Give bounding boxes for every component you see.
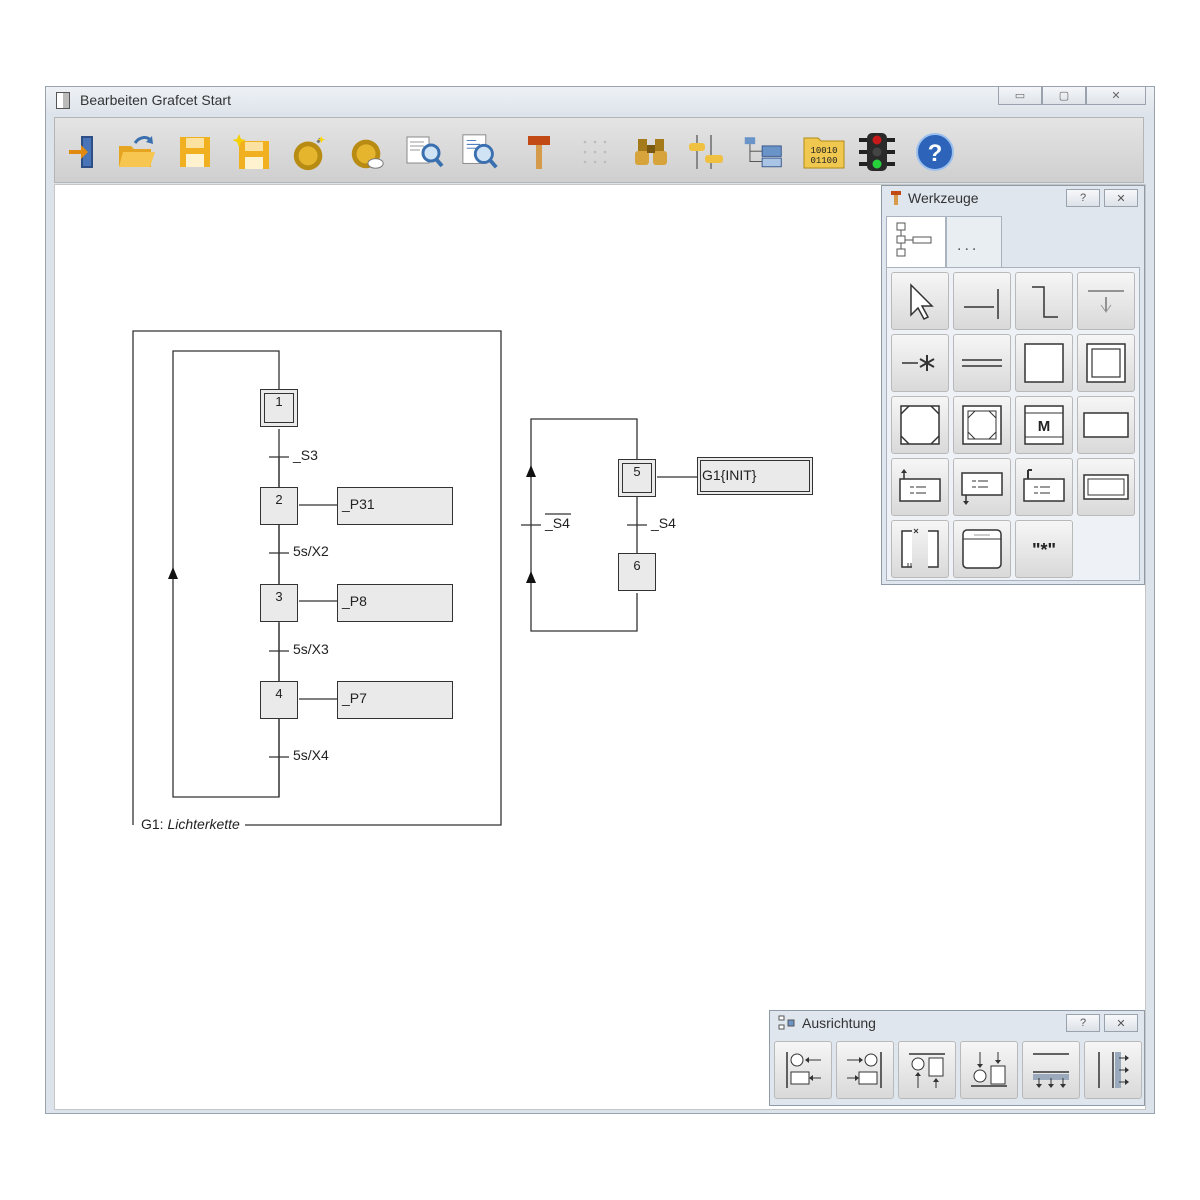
- sink-icon[interactable]: [1077, 272, 1135, 330]
- tab-grafcet-elements[interactable]: [886, 216, 946, 268]
- structure-icon[interactable]: [743, 132, 783, 172]
- tree-icon: [896, 222, 932, 257]
- traffic-light-icon[interactable]: [857, 132, 897, 172]
- svg-text:01100: 01100: [810, 156, 837, 166]
- transition-s3[interactable]: _S3: [293, 447, 318, 463]
- hammer-icon: [891, 191, 901, 205]
- search-icon[interactable]: [405, 132, 445, 172]
- load-icon[interactable]: [347, 132, 387, 172]
- close-button[interactable]: ✕: [1086, 87, 1146, 105]
- transition-icon[interactable]: [953, 272, 1011, 330]
- step-icon[interactable]: [1015, 334, 1073, 392]
- group-label-name: Lichterkette: [167, 816, 240, 832]
- title-bar: Bearbeiten Grafcet Start ▭ ▢ ✕: [46, 87, 1154, 115]
- transition-s4[interactable]: _S4: [651, 515, 676, 531]
- ausrichtung-help-button[interactable]: ?: [1066, 1014, 1100, 1032]
- svg-text:?: ?: [928, 140, 943, 167]
- action-p7[interactable]: _P7: [337, 681, 453, 719]
- action-p31[interactable]: _P31: [337, 487, 453, 525]
- align-top-icon[interactable]: [898, 1041, 956, 1099]
- binoculars-icon[interactable]: [631, 132, 671, 172]
- align-bottom-icon[interactable]: [960, 1041, 1018, 1099]
- init-step-icon[interactable]: [1077, 334, 1135, 392]
- tools-grid: M "*": [886, 267, 1140, 581]
- partial-grafcet-icon[interactable]: [891, 520, 949, 578]
- macro-step-icon[interactable]: [891, 396, 949, 454]
- save-icon[interactable]: [175, 132, 215, 172]
- open-icon[interactable]: [117, 132, 157, 172]
- step-5-initial[interactable]: 5: [618, 459, 656, 497]
- new-bomb-icon[interactable]: [289, 132, 329, 172]
- ausrichtung-title-bar: Ausrichtung: [778, 1015, 876, 1031]
- svg-text:"*": "*": [1032, 540, 1056, 560]
- ausrichtung-title: Ausrichtung: [802, 1015, 876, 1031]
- action-in-icon[interactable]: [891, 458, 949, 516]
- zoom-icon[interactable]: [461, 132, 501, 172]
- step-2[interactable]: 2: [260, 487, 298, 525]
- action-icon[interactable]: [1077, 396, 1135, 454]
- werkzeuge-help-button[interactable]: ?: [1066, 189, 1100, 207]
- parallel-icon[interactable]: [953, 334, 1011, 392]
- exit-icon[interactable]: [63, 132, 103, 172]
- ausrichtung-close-button[interactable]: ✕: [1104, 1014, 1138, 1032]
- action-p8[interactable]: _P8: [337, 584, 453, 622]
- group-label-prefix: G1:: [141, 816, 164, 832]
- step-6[interactable]: 6: [618, 553, 656, 591]
- grafcet-lines: [132, 330, 697, 826]
- transition-not-s4[interactable]: _S4: [545, 515, 570, 531]
- app-icon: [56, 92, 70, 109]
- werkzeuge-title-bar: Werkzeuge: [890, 190, 979, 206]
- distribute-vertical-icon[interactable]: [1022, 1041, 1080, 1099]
- variables-icon[interactable]: [687, 132, 727, 172]
- hammer-icon[interactable]: [519, 132, 559, 172]
- align-right-icon[interactable]: [836, 1041, 894, 1099]
- svg-text:10010: 10010: [810, 146, 837, 156]
- werkzeuge-palette: Werkzeuge ? ✕ ... M "*": [881, 185, 1145, 585]
- transition-5s-x4[interactable]: 5s/X4: [293, 747, 329, 763]
- pointer-icon[interactable]: [891, 272, 949, 330]
- action-event-icon[interactable]: [1015, 458, 1073, 516]
- align-left-icon[interactable]: [774, 1041, 832, 1099]
- maximize-button[interactable]: ▢: [1042, 87, 1086, 105]
- macro-init-icon[interactable]: [953, 396, 1011, 454]
- new-icon[interactable]: [233, 132, 273, 172]
- comment-icon[interactable]: "*": [1015, 520, 1073, 578]
- step-4[interactable]: 4: [260, 681, 298, 719]
- action-out-icon[interactable]: [953, 458, 1011, 516]
- window-title: Bearbeiten Grafcet Start: [80, 92, 231, 108]
- step-3[interactable]: 3: [260, 584, 298, 622]
- werkzeuge-title: Werkzeuge: [908, 190, 979, 206]
- minimize-button[interactable]: ▭: [998, 87, 1042, 105]
- werkzeuge-close-button[interactable]: ✕: [1104, 189, 1138, 207]
- ausrichtung-palette: Ausrichtung ? ✕: [769, 1010, 1145, 1106]
- enclosing-step-icon[interactable]: [953, 520, 1011, 578]
- transition-5s-x2[interactable]: 5s/X2: [293, 543, 329, 559]
- action-double-icon[interactable]: [1077, 458, 1135, 516]
- jump-icon[interactable]: [1015, 272, 1073, 330]
- alignment-icon: [778, 1015, 795, 1030]
- step-1-initial[interactable]: 1: [260, 389, 298, 427]
- svg-text:M: M: [1038, 418, 1051, 435]
- source-icon[interactable]: [891, 334, 949, 392]
- help-icon[interactable]: ?: [915, 132, 955, 172]
- macro-m-icon[interactable]: M: [1015, 396, 1073, 454]
- transition-5s-x3[interactable]: 5s/X3: [293, 641, 329, 657]
- grid-icon[interactable]: [575, 132, 615, 172]
- action-g1-init[interactable]: G1{INIT}: [697, 457, 813, 495]
- tab-more[interactable]: ...: [946, 216, 1002, 268]
- group-label: G1: Lichterkette: [137, 816, 244, 832]
- distribute-horizontal-icon[interactable]: [1084, 1041, 1142, 1099]
